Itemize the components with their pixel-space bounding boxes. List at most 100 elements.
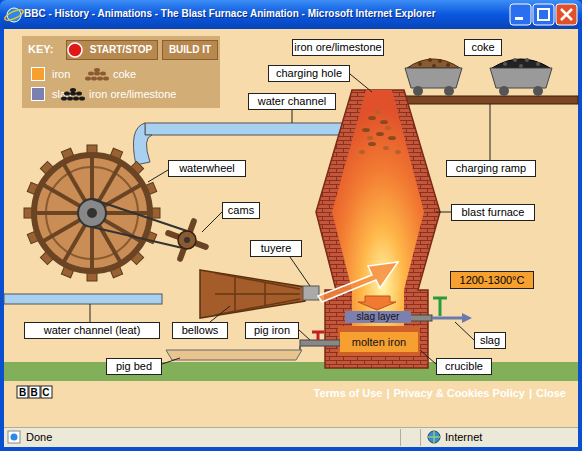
node-label: BUILD IT <box>169 45 211 55</box>
leader-line <box>350 74 372 92</box>
window-buttons <box>515 17 523 20</box>
leader-line <box>455 322 474 340</box>
ore-cart <box>413 86 423 96</box>
legend-pile <box>60 87 86 101</box>
waterwheel-drawing <box>87 208 97 218</box>
leader-line <box>90 74 490 364</box>
node-label: iron ore/limestone <box>294 42 381 53</box>
drive-belt <box>92 199 187 249</box>
leader-line <box>299 330 310 340</box>
status-icons <box>11 434 18 441</box>
slag-outlet <box>433 297 447 300</box>
ore-cart <box>444 86 454 96</box>
control-button: START/STOP <box>66 40 158 60</box>
window-frame <box>0 0 582 29</box>
window-title: BBC - History - Animations - The Blast F… <box>24 8 436 19</box>
status-text: Done <box>26 431 52 443</box>
callout-box: pig bed <box>106 358 162 375</box>
callout-box: cams <box>222 202 260 219</box>
coke-cart <box>525 58 529 62</box>
control-button: BUILD IT <box>162 40 218 60</box>
node-label: tuyere <box>261 243 292 254</box>
coke-cart <box>492 59 550 68</box>
ore-cart <box>446 63 450 67</box>
water-channel <box>133 123 152 165</box>
legend-pile <box>88 72 94 76</box>
window-frame <box>400 429 401 446</box>
slag-outlet <box>462 313 472 323</box>
legend-pile <box>84 67 110 81</box>
ore-cart <box>418 62 422 66</box>
node-label: water channel (leat) <box>44 325 141 336</box>
node-label: slag layer <box>357 312 400 322</box>
air-blast-arrow <box>318 262 398 310</box>
leader-line <box>202 212 222 232</box>
charging-ramp-drawing <box>404 96 578 104</box>
status-icons <box>428 431 440 443</box>
window-frame <box>4 427 578 447</box>
legend-label: coke <box>113 68 136 80</box>
furnace-drawing <box>376 132 384 136</box>
ore-cart <box>407 59 460 68</box>
furnace-drawing <box>368 116 376 120</box>
drive-belt <box>92 199 187 231</box>
leader-line <box>292 110 293 123</box>
slag-outlet <box>432 317 462 320</box>
iron-tap <box>166 350 302 360</box>
node-label: 1200-1300°C <box>460 275 525 286</box>
furnace-drawing <box>359 150 365 154</box>
waterwheel-drawing <box>24 145 160 281</box>
legend-pile <box>61 97 67 101</box>
status-icons <box>8 431 440 443</box>
legend-pile <box>94 68 100 72</box>
legend-pile <box>85 77 91 81</box>
callout-box: coke <box>464 39 502 56</box>
legend-pile <box>91 77 97 81</box>
node-label: START/STOP <box>90 45 152 55</box>
furnace-drawing <box>362 128 370 132</box>
slag-outlet <box>410 298 472 323</box>
node-label: crucible <box>445 361 483 372</box>
window-buttons <box>556 4 577 25</box>
bellows-drawing <box>200 270 319 318</box>
water-channel <box>4 294 162 304</box>
window-buttons <box>510 4 531 25</box>
temperature-box: 1200-1300°C <box>450 271 534 289</box>
footer-links: Terms of Use|Privacy & Cookies Policy|Cl… <box>314 387 566 399</box>
furnace-drawing <box>338 326 420 356</box>
waterwheel-drawing <box>24 145 160 281</box>
footer-link: Terms of Use <box>314 387 383 399</box>
ie-icon <box>3 8 24 23</box>
legend-swatch <box>31 87 45 101</box>
node-label: waterwheel <box>179 163 235 174</box>
legend-label: iron ore/limestone <box>89 88 176 100</box>
callout-box: bellows <box>172 322 228 339</box>
callout-box: tuyere <box>250 240 302 257</box>
bellows-drawing <box>200 270 305 318</box>
ore-cart <box>438 59 442 63</box>
water-channel <box>145 123 345 135</box>
ore-cart <box>405 58 462 96</box>
furnace-drawing <box>359 110 401 154</box>
legend-pile <box>97 77 103 81</box>
furnace-drawing <box>316 90 440 368</box>
legend-pile <box>70 88 76 92</box>
window-buttons <box>533 4 554 25</box>
callout-box: pig iron <box>245 322 299 339</box>
callout-box: water channel (leat) <box>24 322 160 339</box>
iron-tap <box>299 346 301 350</box>
slag-outlet <box>410 315 432 321</box>
legend-pile <box>79 97 85 101</box>
node-label: pig iron <box>254 325 290 336</box>
callout-box: charging ramp <box>446 160 536 177</box>
legend-pile <box>100 72 106 76</box>
window-frame <box>4 427 578 428</box>
leader-line <box>290 257 310 286</box>
legend-pile <box>70 92 76 96</box>
furnace-drawing <box>380 120 388 124</box>
cams-drawing <box>168 221 206 259</box>
coke-cart <box>490 68 552 88</box>
